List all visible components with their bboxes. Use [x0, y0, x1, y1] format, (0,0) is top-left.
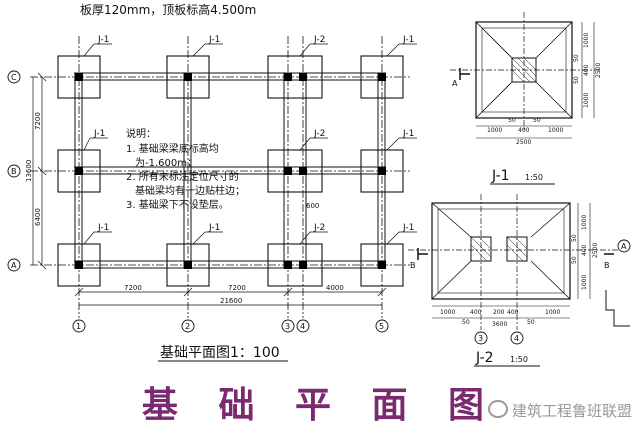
footing-tags: J-1 J-1 J-2 J-1 J-1 J-2 J-1 J-1 J-1 J-2 … [83, 35, 417, 245]
footing-j1-a2 [166, 243, 210, 287]
j2-dim-b6: 50 [527, 319, 535, 326]
j2-label: J-2 [475, 350, 494, 366]
j1-detail [450, 12, 600, 139]
j2-dim-r5: 1000 [581, 275, 588, 290]
j1-dim-r4: 50 [573, 76, 580, 84]
plan-notes: 说明： 1. 基础梁梁底标高均 为-1.600m； 2. 所有未标注定位尺寸的 … [126, 127, 245, 211]
j2-section-b-right: B [604, 261, 610, 270]
j2-axis-right: A [621, 242, 627, 251]
plan-dims-bottom: 7200 7200 4000 21600 [74, 284, 387, 306]
footing-j1-a1 [57, 243, 101, 287]
tag-c2: J-1 [208, 35, 220, 45]
tag-a1: J-1 [97, 223, 109, 233]
j2-detail [408, 194, 631, 345]
j2-dim-r3: 400 [581, 244, 588, 256]
j1-labels: A 1000 50 400 50 1000 2500 1000 50 400 5… [452, 33, 602, 184]
tag-a34: J-2 [313, 223, 325, 233]
tag-b5: J-1 [402, 129, 414, 139]
j2-dim-b2: 50 [462, 319, 470, 326]
tag-c5: J-1 [402, 35, 414, 45]
foundation-plan [30, 36, 410, 318]
dim-bottom-2: 7200 [228, 284, 246, 292]
wechat-icon [487, 400, 508, 418]
columns [75, 73, 386, 269]
j2-dim-total: 3600 [492, 321, 507, 328]
j1-dim-r1: 1000 [583, 33, 590, 48]
j1-scale: 1:50 [525, 173, 543, 182]
j1-dim-r3: 400 [583, 64, 590, 76]
j1-dim-r5: 1000 [583, 93, 590, 108]
notes-line-1: 1. 基础梁梁底标高均 [126, 142, 219, 155]
j1-dim-r2: 50 [573, 54, 580, 62]
footing-j2-c34 [267, 55, 323, 99]
footing-j1-b5 [360, 149, 404, 193]
dim-left-extra: 13600 [25, 160, 33, 182]
j1-dim-b2: 50 [508, 117, 516, 124]
dim-total: 21600 [220, 297, 242, 305]
j2-axis-4: 4 [514, 334, 519, 343]
dim-left-1: 7200 [34, 112, 42, 130]
j1-dim-total: 2500 [516, 139, 531, 146]
footing-j1-c5 [360, 55, 404, 99]
tag-c1: J-1 [97, 35, 109, 45]
j1-dim-b4: 50 [533, 117, 541, 124]
j2-dim-b1: 1000 [440, 309, 455, 316]
j2-dim-r4: 50 [571, 256, 578, 264]
watermark: 建筑工程鲁班联盟 [487, 400, 632, 421]
j2-dim-b5: 400 [507, 309, 519, 316]
j1-section-a: A [452, 79, 458, 88]
axis-5: 5 [379, 322, 384, 331]
j1-dim-right-total: 2500 [595, 63, 602, 78]
footing-j1-c2 [166, 55, 210, 99]
j2-dim-r2: 50 [571, 234, 578, 242]
axis-4: 4 [300, 322, 305, 331]
j2-dim-b4: 200 [493, 309, 505, 316]
j1-dim-b3: 400 [518, 127, 530, 134]
footing-j1-b1 [57, 149, 101, 193]
footing-j2-b34 [267, 149, 323, 193]
dim-mid: 600 [306, 202, 319, 210]
j2-dim-r1: 1000 [581, 215, 588, 230]
plan-dims-left: 7200 6400 13600 [25, 72, 47, 270]
tag-c34: J-2 [313, 35, 325, 45]
axis-2: 2 [185, 322, 190, 331]
footing-j1-a5 [360, 243, 404, 287]
axis-1: 1 [76, 322, 81, 331]
j2-labels: B B A 3 4 1000 50 400 200 400 50 1000 36… [410, 215, 627, 366]
dim-left-2: 6400 [34, 208, 42, 226]
header-note: 板厚120mm，顶板标高4.500m [80, 2, 256, 17]
notes-line-3: 2. 所有未标注定位尺寸的 [126, 170, 239, 183]
axis-c: C [11, 73, 17, 82]
dim-bottom-1: 7200 [124, 284, 142, 292]
axis-bubbles: 1 2 3 4 5 C B A [7, 70, 389, 333]
j2-section-b-left: B [410, 261, 416, 270]
axis-a: A [11, 261, 17, 270]
watermark-text: 建筑工程鲁班联盟 [511, 402, 632, 420]
footing-j1-c1 [57, 55, 101, 99]
notes-line-5: 3. 基础梁下不设垫层。 [126, 198, 229, 211]
j1-dim-b1: 1000 [487, 127, 502, 134]
footings [57, 55, 404, 287]
j2-dim-right-total: 2500 [592, 243, 599, 258]
dim-bottom-3: 4000 [326, 284, 344, 292]
notes-heading: 说明： [126, 127, 156, 140]
j2-dim-b3: 400 [470, 309, 482, 316]
plan-title: 基础平面图1：100 [160, 344, 280, 361]
axis-b: B [11, 167, 17, 176]
big-title: 基 础 平 面 图 [141, 384, 499, 426]
j1-dim-b5: 1000 [548, 127, 563, 134]
notes-line-4: 基础梁均有一边贴柱边； [135, 184, 245, 197]
axis-3: 3 [285, 322, 290, 331]
notes-line-2: 为-1.600m； [135, 157, 197, 169]
tag-a5: J-1 [402, 223, 414, 233]
footing-j2-a34 [267, 243, 323, 287]
tag-b34: J-2 [313, 129, 325, 139]
tag-a2: J-1 [208, 223, 220, 233]
j2-dim-b7: 1000 [545, 309, 560, 316]
j2-scale: 1:50 [510, 355, 528, 364]
j1-label: J-1 [491, 168, 510, 184]
tag-b1: J-1 [93, 129, 105, 139]
j2-axis-3: 3 [478, 334, 483, 343]
